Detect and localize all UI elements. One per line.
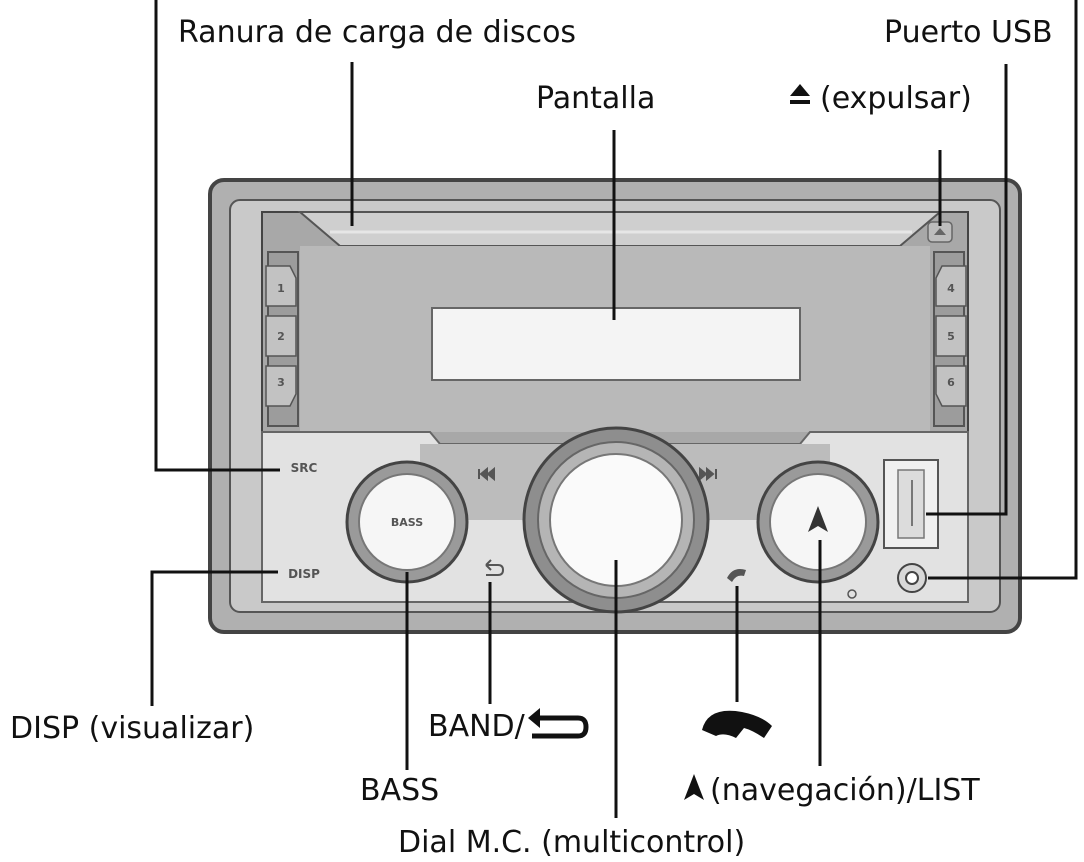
label-eject-group: (expulsar): [790, 81, 972, 116]
bass-button[interactable]: BASS: [345, 460, 469, 584]
prev-track-icon[interactable]: [478, 466, 495, 482]
label-disc-slot: Ranura de carga de discos: [178, 15, 576, 50]
leader-src: [154, 0, 280, 472]
phone-icon: [702, 710, 772, 738]
usb-port[interactable]: [883, 459, 939, 549]
preset-button-1[interactable]: 1: [265, 265, 297, 307]
preset-button-6[interactable]: 6: [935, 365, 967, 407]
label-display: Pantalla: [536, 81, 655, 116]
leader-lines: [150, 0, 1078, 818]
disp-button-label[interactable]: DISP: [288, 567, 320, 581]
leader-disp: [150, 570, 278, 706]
preset-button-5[interactable]: 5: [935, 315, 967, 357]
next-track-icon[interactable]: [699, 466, 717, 482]
leader-aux: [928, 0, 1078, 580]
eject-button-icon: [934, 228, 946, 235]
navigation-list-button[interactable]: [756, 460, 880, 584]
mic-hole-icon: [847, 589, 857, 599]
multicontrol-dial[interactable]: [522, 426, 710, 614]
callout-labels: Ranura de carga de discos Puerto USB Pan…: [10, 15, 1053, 860]
label-usb-port: Puerto USB: [884, 15, 1053, 50]
label-band: BAND/: [428, 709, 526, 744]
bass-button-label: BASS: [391, 516, 423, 529]
band-back-button-icon[interactable]: [485, 559, 505, 576]
preset-label-3: 3: [277, 376, 285, 389]
preset-button-3[interactable]: 3: [265, 365, 297, 407]
label-bass: BASS: [360, 773, 439, 808]
label-eject: (expulsar): [820, 81, 972, 116]
label-band-group: BAND/: [428, 708, 589, 744]
preset-label-5: 5: [947, 330, 955, 343]
preset-label-4: 4: [947, 282, 955, 295]
leader-usb: [926, 64, 1008, 516]
disc-slot: [297, 211, 943, 247]
preset-label-6: 6: [947, 376, 955, 389]
label-nav-group: (navegación)/LIST: [684, 773, 980, 808]
label-disp: DISP (visualizar): [10, 711, 254, 746]
phone-button-icon[interactable]: [727, 569, 746, 582]
eject-icon-bar: [790, 100, 810, 104]
src-button-label[interactable]: SRC: [291, 461, 318, 475]
label-nav-list: (navegación)/LIST: [710, 773, 980, 808]
preset-label-1: 1: [277, 282, 285, 295]
preset-label-2: 2: [277, 330, 285, 343]
up-arrow-icon: [684, 774, 704, 800]
label-dial: Dial M.C. (multicontrol): [398, 825, 745, 860]
eject-icon: [790, 84, 810, 96]
preset-button-2[interactable]: 2: [265, 315, 297, 357]
display-screen: [431, 307, 801, 381]
back-arrow-icon: [532, 715, 589, 739]
aux-jack-icon: [905, 571, 919, 585]
nav-up-icon: [808, 506, 828, 532]
preset-button-4[interactable]: 4: [935, 265, 967, 307]
aux-jack[interactable]: [897, 563, 927, 593]
back-arrow-head-icon: [528, 708, 540, 728]
